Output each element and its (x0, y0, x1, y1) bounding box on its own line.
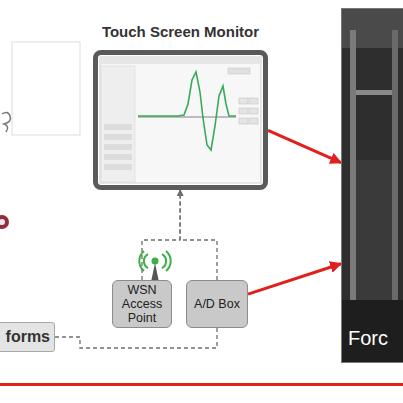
force-waveform (138, 72, 236, 150)
screen-button (104, 154, 132, 160)
antenna-wave (162, 254, 166, 268)
monitor-screen (100, 57, 261, 183)
connector (142, 190, 180, 280)
screen-dropdown (228, 68, 250, 74)
photo-background (341, 8, 403, 363)
connector (180, 190, 217, 280)
connector (55, 328, 217, 348)
screen-toolbar (100, 57, 261, 64)
monitor-box: Touch Screen Monitor (93, 50, 268, 190)
photo-person (356, 160, 392, 300)
photo-frame: Forc (341, 8, 403, 363)
partial-sensor-center (0, 219, 5, 225)
partial-icon (2, 112, 10, 132)
screen-sidebar (101, 66, 135, 182)
antenna-wave (139, 251, 144, 271)
screen-button (104, 164, 132, 170)
rack-post (392, 30, 398, 330)
screen-button (104, 144, 132, 150)
screen-cell (239, 98, 248, 104)
node-text: A/D Box (194, 297, 240, 311)
rack-bar (356, 90, 392, 95)
node-text: WSN Access Point (115, 283, 169, 325)
photo-floor (341, 300, 403, 363)
node-text: Forc (348, 327, 388, 350)
rack-post (350, 30, 356, 330)
side-panel (12, 42, 80, 135)
screen-cell (249, 118, 258, 124)
screen-cell (249, 108, 258, 114)
screen-button (104, 134, 132, 140)
converter-box: A/D Box (186, 280, 248, 328)
screen-cell (239, 108, 248, 114)
screen-button (104, 124, 132, 130)
access-point-box: WSN Access Point (112, 280, 172, 328)
platform-box: forms (0, 322, 55, 352)
antenna-wave (144, 254, 148, 268)
connector (248, 264, 341, 294)
screen-cell (249, 98, 258, 104)
screen-cell (239, 118, 248, 124)
monitor-body (95, 52, 266, 188)
partial-sensor (0, 215, 9, 229)
node-text: Touch Screen Monitor (68, 23, 293, 40)
node-text: forms (6, 328, 50, 346)
connector (268, 130, 341, 162)
antenna-wave (166, 251, 171, 271)
bottom-rule (0, 383, 403, 386)
